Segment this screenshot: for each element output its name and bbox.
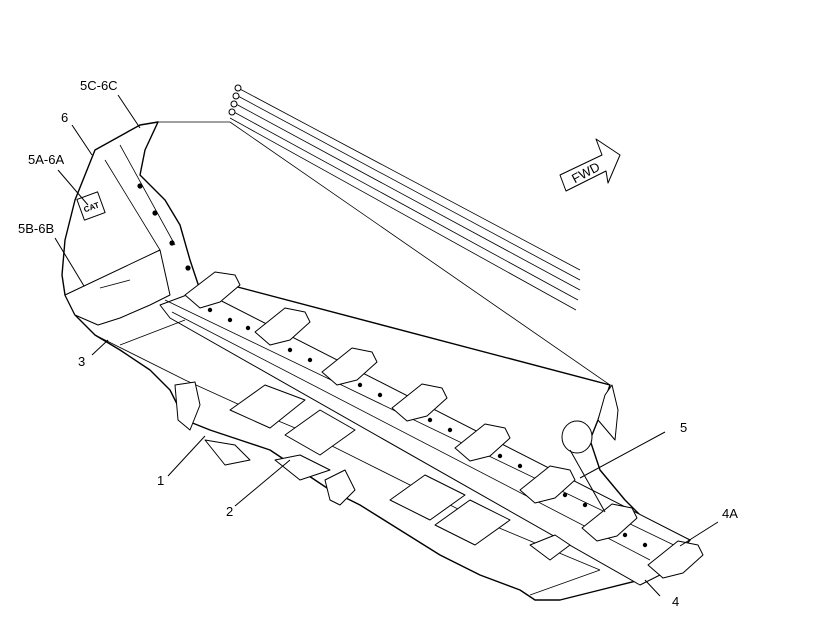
cat-logo: CAT	[76, 191, 106, 221]
label-5: 5	[680, 420, 687, 435]
tooth-adapters	[184, 271, 704, 579]
label-1: 1	[157, 473, 164, 488]
leader-lines	[54, 94, 719, 597]
callouts: 5C-6C 6 5A-6A 5B-6B 3 1 2 5 4A 4	[18, 78, 738, 609]
label-2: 2	[226, 504, 233, 519]
fwd-arrow: FWD	[559, 138, 621, 192]
rods	[228, 84, 581, 311]
label-5a-6a: 5A-6A	[28, 152, 64, 167]
label-4: 4	[672, 594, 679, 609]
label-5b-6b: 5B-6B	[18, 221, 54, 236]
edge-holes	[207, 307, 648, 548]
label-4a: 4A	[722, 506, 738, 521]
label-6: 6	[61, 110, 68, 125]
label-3: 3	[78, 354, 85, 369]
label-5c-6c: 5C-6C	[80, 78, 118, 93]
fwd-arrow-text: FWD	[569, 159, 602, 186]
